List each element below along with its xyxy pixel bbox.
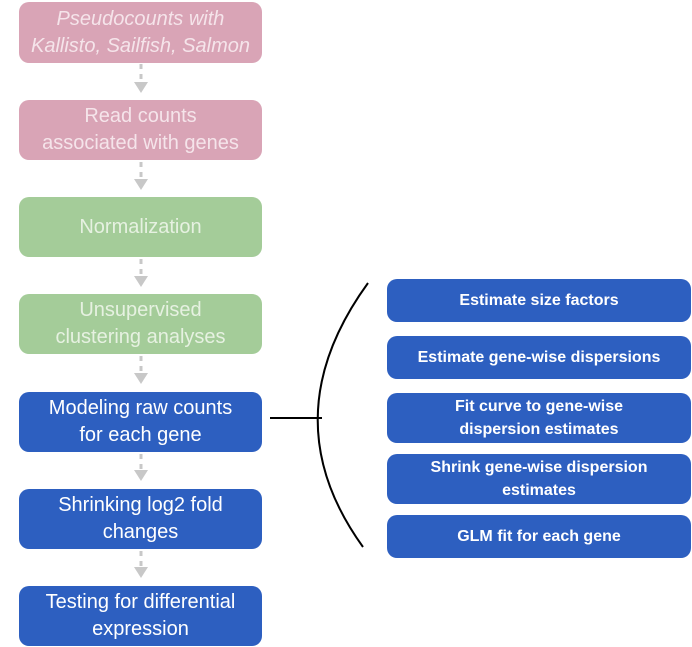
arrow-head-1 bbox=[134, 82, 148, 93]
step-label: Modeling raw counts for each gene bbox=[48, 397, 233, 446]
arrow-head-3 bbox=[134, 276, 148, 287]
substep-size-factors: Estimate size factors bbox=[387, 279, 691, 322]
substep-shrink-dispersion: Shrink gene-wise dispersion estimates bbox=[387, 454, 691, 504]
step-label: Shrinking log2 fold changes bbox=[58, 494, 223, 543]
substep-fit-curve: Fit curve to gene-wise dispersion estima… bbox=[387, 393, 691, 443]
substep-label: Estimate size factors bbox=[459, 292, 619, 309]
step-label: Read counts associated with genes bbox=[42, 105, 239, 154]
substep-label: Fit curve to gene-wise dispersion estima… bbox=[454, 398, 624, 438]
step-pseudocounts: Pseudocounts with Kallisto, Sailfish, Sa… bbox=[19, 2, 262, 63]
substep-label: GLM fit for each gene bbox=[457, 528, 621, 545]
step-shrinking: Shrinking log2 fold changes bbox=[19, 489, 262, 549]
substep-label: Shrink gene-wise dispersion estimates bbox=[430, 459, 648, 499]
step-label: Normalization bbox=[79, 215, 202, 238]
step-label: Testing for differential expression bbox=[45, 591, 236, 640]
step-read-counts: Read counts associated with genes bbox=[19, 100, 262, 160]
substep-gene-wise-dispersions: Estimate gene-wise dispersions bbox=[387, 336, 691, 379]
arrow-head-6 bbox=[134, 567, 148, 578]
step-modeling: Modeling raw counts for each gene bbox=[19, 392, 262, 452]
arrow-head-5 bbox=[134, 470, 148, 481]
step-normalization: Normalization bbox=[19, 197, 262, 257]
substep-glm-fit: GLM fit for each gene bbox=[387, 515, 691, 558]
arrow-heads bbox=[134, 82, 148, 578]
step-label: Pseudocounts with Kallisto, Sailfish, Sa… bbox=[31, 7, 250, 57]
step-clustering: Unsupervised clustering analyses bbox=[19, 294, 262, 354]
step-testing: Testing for differential expression bbox=[19, 586, 262, 646]
step-label: Unsupervised clustering analyses bbox=[55, 299, 226, 348]
substep-label: Estimate gene-wise dispersions bbox=[417, 349, 661, 366]
arrow-head-2 bbox=[134, 179, 148, 190]
curly-bracket bbox=[316, 282, 369, 548]
arrow-head-4 bbox=[134, 373, 148, 384]
